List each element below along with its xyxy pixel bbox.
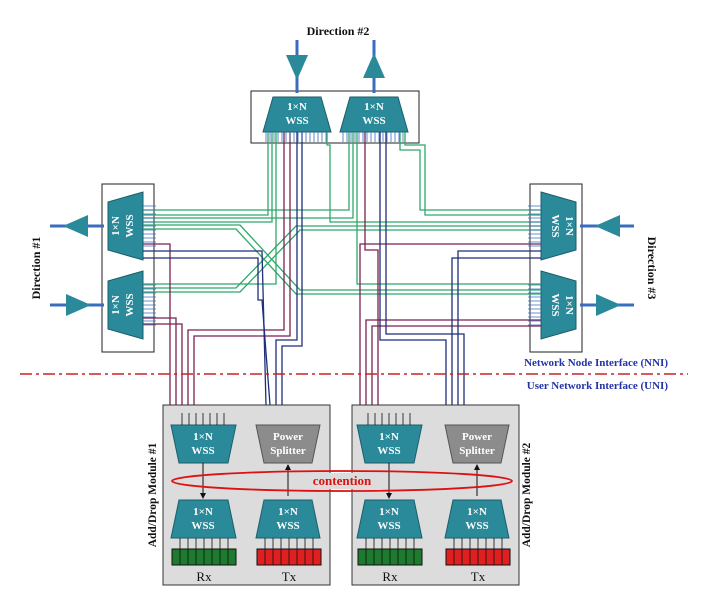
svg-text:WSS: WSS [285, 115, 308, 127]
svg-text:1×N: 1×N [193, 506, 213, 518]
svg-text:1×N: 1×N [110, 216, 122, 236]
svg-text:WSS: WSS [124, 214, 136, 237]
wss-top-right: 1×N WSS [339, 96, 409, 133]
wss-left-top: 1×N WSS [107, 191, 144, 261]
svg-text:1×N: 1×N [379, 431, 399, 443]
add-drop-module-2: Add/Drop Module #2 1×N WSS Power Splitte… [351, 404, 533, 586]
module1-rx-wss: 1×N WSS [170, 499, 237, 539]
module2-tx-wss: 1×N WSS [444, 499, 510, 539]
uni-label: User Network Interface (UNI) [527, 380, 669, 392]
svg-text:WSS: WSS [191, 520, 214, 532]
wss-right-top: WSS 1×N [540, 191, 577, 261]
svg-text:WSS: WSS [549, 293, 561, 316]
svg-text:WSS: WSS [362, 115, 385, 127]
direction3-out-fiber [580, 294, 634, 316]
module1-tx-wss: 1×N WSS [255, 499, 321, 539]
svg-text:WSS: WSS [377, 520, 400, 532]
contention-indicator: contention [171, 470, 513, 492]
wss-left-bottom: 1×N WSS [107, 270, 144, 340]
svg-text:WSS: WSS [549, 214, 561, 237]
module1-drop-wss: 1×N WSS [170, 424, 237, 464]
wss-port-whiskers [143, 132, 541, 326]
svg-text:1×N: 1×N [287, 101, 307, 113]
module2-rx-label: Rx [382, 569, 398, 584]
svg-text:Power: Power [273, 431, 303, 443]
svg-text:Power: Power [462, 431, 492, 443]
svg-text:1×N: 1×N [193, 431, 213, 443]
svg-text:1×N: 1×N [110, 295, 122, 315]
svg-text:WSS: WSS [276, 520, 299, 532]
direction3-label: Direction #3 [645, 237, 659, 300]
module2-label: Add/Drop Module #2 [521, 442, 533, 547]
interconnection-fibers [143, 132, 541, 406]
svg-text:WSS: WSS [377, 445, 400, 457]
svg-text:WSS: WSS [191, 445, 214, 457]
svg-text:1×N: 1×N [563, 295, 575, 315]
nni-label: Network Node Interface (NNI) [524, 357, 668, 369]
direction3-in-fiber [580, 215, 634, 237]
module2-rx-wss: 1×N WSS [356, 499, 423, 539]
wss-right-bottom: WSS 1×N [540, 270, 577, 340]
module2-power-splitter: Power Splitter [444, 424, 510, 464]
svg-text:1×N: 1×N [563, 216, 575, 236]
module1-label: Add/Drop Module #1 [147, 442, 159, 547]
direction2-label: Direction #2 [307, 24, 370, 38]
module2-tx-label: Tx [471, 569, 486, 584]
svg-text:WSS: WSS [465, 520, 488, 532]
add-drop-module-1: Add/Drop Module #1 1×N WSS Power Splitte… [147, 404, 331, 586]
module1-power-splitter: Power Splitter [255, 424, 321, 464]
direction2-in-fiber [286, 40, 308, 93]
svg-text:1×N: 1×N [467, 506, 487, 518]
direction1-out-fiber [50, 215, 104, 237]
direction1-label: Direction #1 [29, 237, 43, 300]
wss-top-left: 1×N WSS [262, 96, 332, 133]
contention-label: contention [313, 473, 372, 488]
svg-text:Splitter: Splitter [270, 445, 306, 457]
svg-text:Splitter: Splitter [459, 445, 495, 457]
module1-rx-label: Rx [196, 569, 212, 584]
module1-tx-label: Tx [282, 569, 297, 584]
svg-text:1×N: 1×N [364, 101, 384, 113]
svg-text:1×N: 1×N [379, 506, 399, 518]
module2-drop-wss: 1×N WSS [356, 424, 423, 464]
direction1-in-fiber [50, 294, 104, 316]
direction2-out-fiber [363, 40, 385, 93]
svg-text:WSS: WSS [124, 293, 136, 316]
svg-text:1×N: 1×N [278, 506, 298, 518]
